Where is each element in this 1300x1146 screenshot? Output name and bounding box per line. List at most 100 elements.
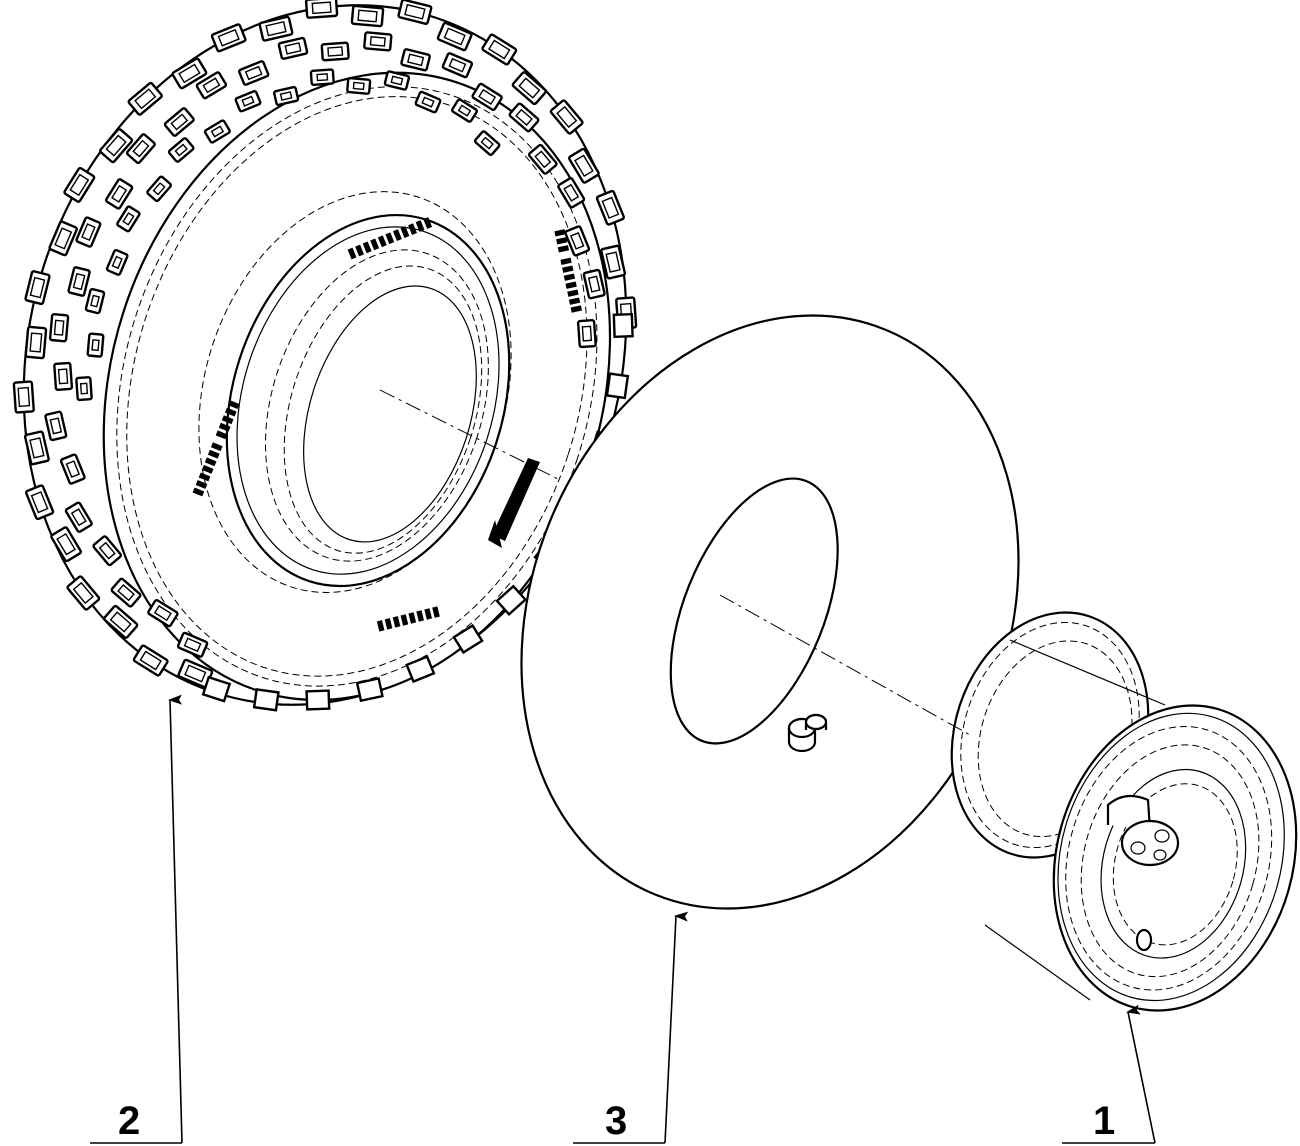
tread-lug (64, 501, 93, 533)
tread-lug (59, 453, 86, 485)
tread-lug-detail (478, 88, 497, 105)
tread-lug (146, 175, 172, 203)
callout-number-2: 2 (118, 1099, 140, 1143)
tread-lug-detail (122, 212, 135, 226)
tread-lug-detail (90, 294, 100, 308)
tread-lug (495, 584, 528, 617)
tread-lug (252, 688, 280, 712)
tread-lug-detail (29, 437, 45, 459)
tread-lug-detail (184, 664, 207, 683)
tread-lug-detail (29, 332, 43, 353)
tread-lug-detail (132, 139, 150, 158)
tread-lug-detail (569, 232, 585, 250)
tread-lug (132, 644, 169, 677)
tread-lug-detail (53, 319, 65, 336)
tread-lug (103, 604, 139, 639)
tread-lug-detail (217, 28, 240, 47)
tread-lug-detail (117, 584, 135, 602)
tread-lug-detail (316, 73, 329, 82)
tread-lug (171, 57, 208, 90)
tread-lug (277, 36, 309, 60)
tread-lug-detail (152, 182, 166, 196)
tread-lug (50, 526, 82, 563)
tread-lug-detail (81, 223, 96, 242)
tread-lug (451, 98, 478, 123)
tread-lug-detail (98, 541, 116, 560)
tread-lug (527, 143, 558, 175)
tread-lug-detail (111, 255, 123, 270)
tread-lug-detail (183, 637, 202, 653)
valve-hole-icon (1135, 928, 1153, 952)
tread-lug (66, 575, 101, 611)
tread-lug-detail (202, 77, 221, 94)
tread-lug (104, 178, 134, 210)
tread-lug-detail (70, 508, 87, 527)
inner-tube-icon (520, 314, 1020, 910)
tread-lug-detail (601, 196, 620, 219)
tread-lug-detail (587, 275, 601, 293)
tread-lug (84, 287, 106, 315)
callout-number-3: 3 (605, 1099, 627, 1143)
tread-lug-detail (241, 95, 255, 107)
tread-lug-detail (581, 325, 593, 342)
tread-lug (436, 21, 473, 52)
tread-lug (405, 655, 436, 684)
tread-lug (127, 81, 163, 116)
wheel-rim-icon (950, 611, 1298, 1012)
tread-lug (414, 90, 442, 114)
tread-lug-detail (327, 46, 344, 57)
callout-number-1: 1 (1093, 1099, 1115, 1143)
tread-lug-detail (79, 382, 89, 395)
tread-lug-detail (421, 96, 435, 108)
tread-lug (564, 225, 591, 257)
tread-lug-detail (369, 36, 386, 47)
tread-lug (125, 133, 156, 165)
tread-lug-detail (284, 42, 302, 55)
tread-lug-detail (72, 272, 86, 291)
tread-lug-detail (30, 491, 49, 514)
tread-lug-detail (563, 183, 580, 202)
valve-stem-icon (787, 713, 828, 753)
tread-lug-detail (72, 581, 94, 605)
tread-lug-detail (109, 611, 132, 633)
tread-lug (605, 372, 630, 400)
callout-3: 3 (573, 911, 689, 1144)
tread-lug (582, 268, 606, 300)
tread-lug (363, 31, 393, 52)
tread-lug (75, 216, 102, 248)
tread-lug (549, 99, 584, 135)
tread-lug (25, 484, 55, 521)
tread-lug-detail (139, 650, 162, 671)
tread-lug (441, 52, 474, 79)
tread-lug-detail (574, 154, 594, 178)
tread-lug (92, 535, 123, 567)
tread-lug (350, 4, 385, 28)
tread-lug-detail (244, 65, 263, 81)
tread-lug-detail (29, 276, 46, 299)
tread-lug (471, 82, 503, 112)
tread-lug (67, 266, 91, 297)
tread-lug (309, 68, 335, 87)
tread-lug-detail (265, 20, 287, 37)
tread-lug-detail (556, 105, 578, 129)
tread-lug-detail (357, 9, 378, 23)
tread-lug-detail (534, 150, 552, 169)
tread-lug (473, 130, 501, 156)
tread-lug (24, 325, 48, 360)
tread-lug (110, 577, 142, 608)
tread-lug (167, 137, 195, 163)
tread-lug (557, 177, 586, 209)
tread-lug (576, 319, 597, 349)
tread-lug (63, 166, 96, 203)
tread-lug (400, 48, 431, 72)
tread-lug-detail (153, 605, 172, 622)
tread-lug (48, 313, 70, 343)
tread-lug (53, 361, 74, 391)
tread-lug-detail (174, 143, 188, 157)
tread-lug-detail (488, 39, 511, 60)
hub-icon (1106, 794, 1180, 867)
tread-lug-detail (170, 113, 189, 131)
tread-lug (116, 205, 141, 233)
tread-lug (99, 127, 134, 164)
